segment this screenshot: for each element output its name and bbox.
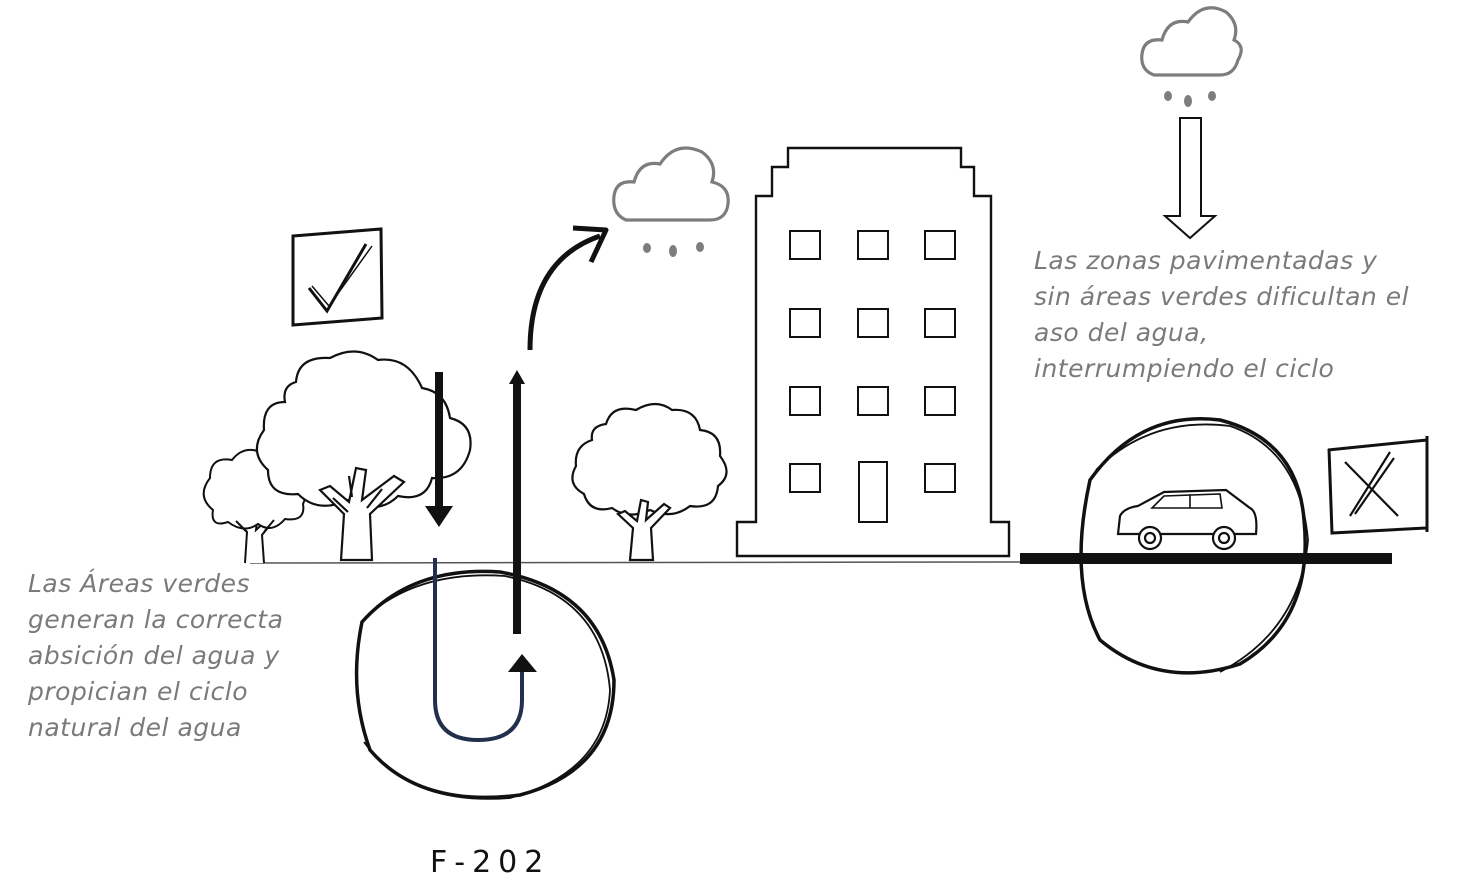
tree-mid-icon	[571, 402, 728, 562]
note-line: interrumpiendo el ciclo	[1034, 354, 1335, 383]
evaporation-arrow	[509, 370, 525, 634]
note-line: aso del agua,	[1034, 318, 1209, 347]
ground-line	[249, 561, 1021, 564]
note-line: propician el ciclo	[28, 677, 249, 706]
cloud-rain-icon	[1140, 6, 1243, 107]
soil-circle-right	[1079, 417, 1309, 675]
figure-code: F-202	[430, 845, 551, 880]
infiltration-arrow	[425, 372, 453, 527]
cross-icon	[1327, 436, 1429, 535]
note-line: absición del agua y	[28, 641, 280, 670]
green-areas-note: Las Áreas verdes generan la correcta abs…	[28, 566, 283, 746]
soil-circle-left	[354, 569, 616, 800]
curved-arrow	[527, 225, 609, 351]
note-line: sin áreas verdes dificultan el	[1034, 282, 1410, 311]
paved-zones-note: Las zonas pavimentadas y sin áreas verde…	[1034, 243, 1409, 387]
paved-road	[1020, 553, 1392, 564]
car-icon	[1116, 488, 1258, 551]
tree-large-icon	[255, 350, 472, 562]
building-windows	[789, 230, 956, 523]
rain-down-arrow	[1162, 117, 1218, 240]
note-line: Las zonas pavimentadas y	[1034, 246, 1378, 275]
note-line: generan la correcta	[28, 605, 284, 634]
building-icon	[735, 146, 1011, 558]
note-line: natural del agua	[28, 713, 242, 742]
checkmark-icon	[291, 227, 384, 327]
return-arrow	[433, 558, 537, 743]
note-line: Las Áreas verdes	[28, 569, 251, 598]
cloud-rain-icon	[612, 146, 730, 257]
